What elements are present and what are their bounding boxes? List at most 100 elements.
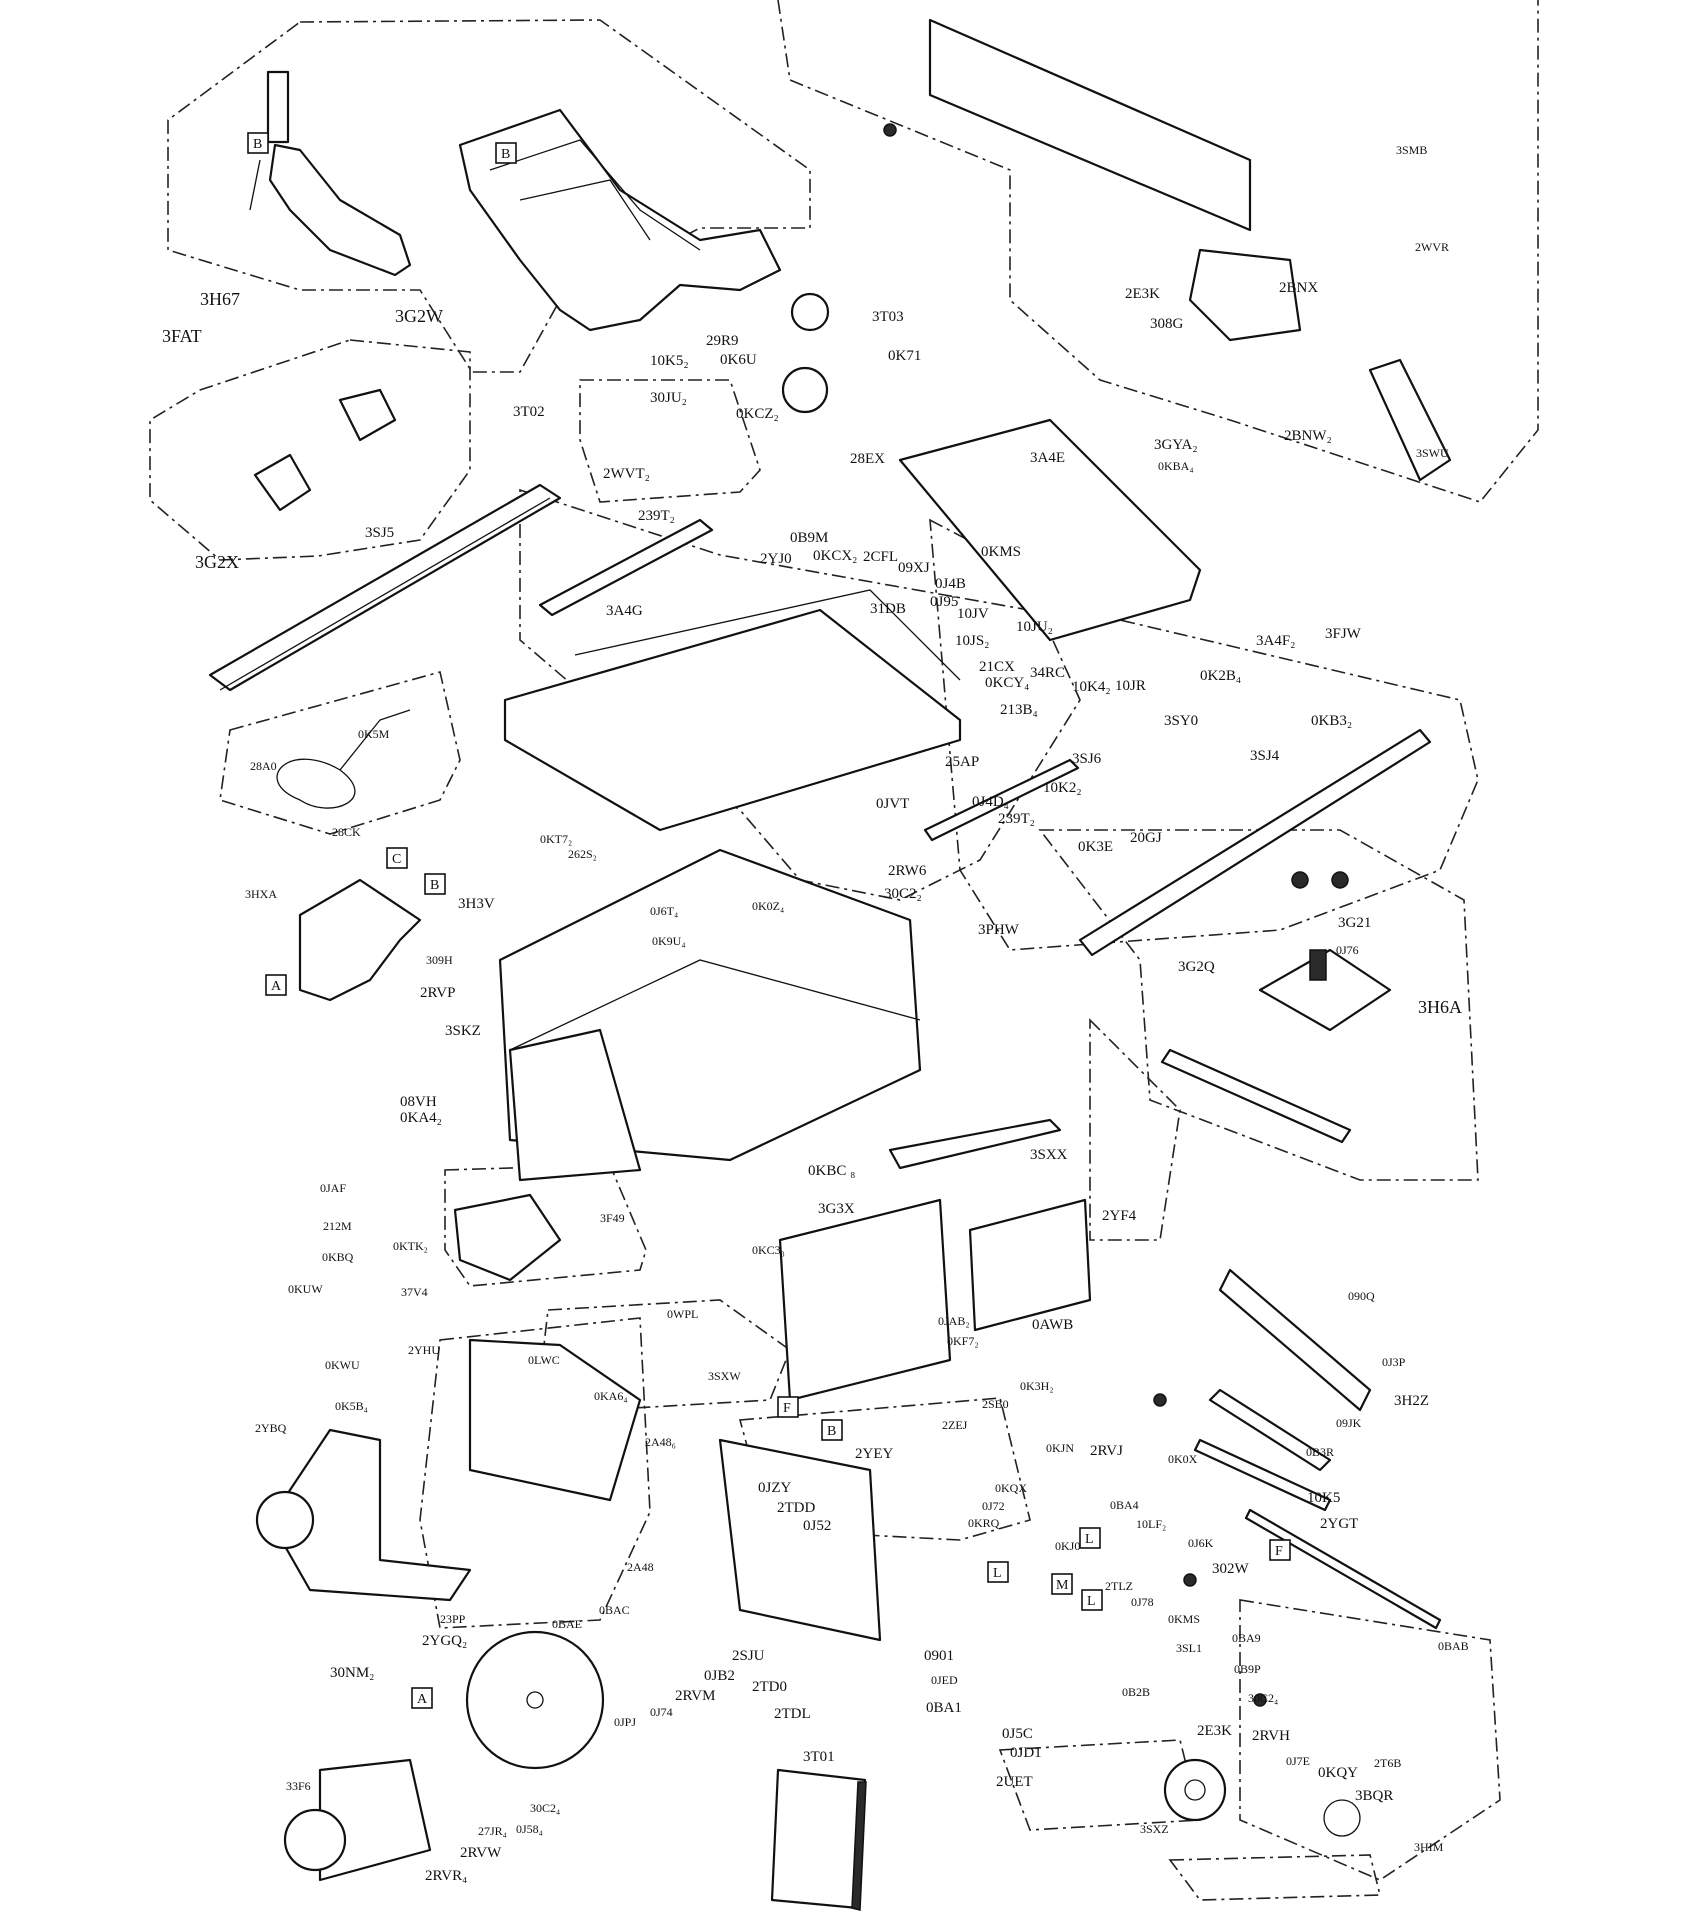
part-label-3skz: 3SKZ: [445, 1023, 481, 1039]
part-label-30ju-2: 30JU₂: [650, 390, 687, 406]
part-label-2uet: 2UET: [996, 1774, 1033, 1790]
part-label-3t03: 3T03: [872, 309, 904, 325]
part-label-3t02: 3T02: [513, 404, 545, 420]
part-label-0j58-4: 0J58₄: [516, 1822, 543, 1836]
part-label-212m: 212M: [323, 1219, 352, 1233]
part-label-0bac: 0BAC: [599, 1603, 630, 1617]
svg-text:F: F: [783, 1401, 791, 1416]
part-label-20gj: 20GJ: [1130, 830, 1162, 846]
part-label-2yey: 2YEY: [855, 1446, 893, 1462]
part-label-34rc: 34RC: [1030, 665, 1065, 681]
part-label-0ka6-4: 0KA6₄: [594, 1389, 628, 1403]
part-label-2cfl: 2CFL: [863, 549, 898, 565]
part-label-0kms-a: 0KMS: [981, 544, 1021, 560]
part-label-0jed: 0JED: [931, 1673, 958, 1687]
part-label-308g: 308G: [1150, 316, 1184, 332]
part-label-302w: 302W: [1212, 1561, 1250, 1577]
reference-boxes: B B C B A F B L L M L F A: [247, 132, 1291, 1709]
part-label-2yf4: 2YF4: [1102, 1208, 1137, 1224]
part-label-2ygt: 2YGT: [1320, 1516, 1358, 1532]
svg-text:L: L: [1087, 1594, 1096, 1609]
part-label-0j74: 0J74: [650, 1705, 673, 1719]
ref-box-f-2: F: [1269, 1539, 1291, 1561]
part-label-0ba1: 0BA1: [926, 1700, 962, 1716]
part-label-3hxa: 3HXA: [245, 887, 277, 901]
part-label-3gya-2: 3GYA₂: [1154, 437, 1198, 453]
ref-box-c: C: [386, 847, 408, 869]
part-label-0kqx: 0KQX: [995, 1481, 1027, 1495]
part-label-0kc3-3: 0KC3₃: [752, 1243, 785, 1257]
part-label-3h2z: 3H2Z: [1394, 1393, 1429, 1409]
part-label-10jr: 10JR: [1115, 678, 1146, 694]
part-label-31db: 31DB: [870, 601, 906, 617]
part-label-3a4e: 3A4E: [1030, 450, 1065, 466]
part-label-0lwc: 0LWC: [528, 1353, 560, 1367]
part-label-2zej: 2ZEJ: [942, 1418, 968, 1432]
part-label-0kms-b: 0KMS: [1168, 1612, 1200, 1626]
part-label-2wvr: 2WVR: [1415, 240, 1449, 254]
part-label-3fat: 3FAT: [162, 326, 202, 346]
part-label-3g21: 3G21: [1338, 915, 1371, 931]
part-label-0j52: 0J52: [803, 1518, 831, 1534]
part-label-2tdd: 2TDD: [777, 1500, 815, 1516]
part-label-0kwu: 0KWU: [325, 1358, 360, 1372]
part-label-0ba9: 0BA9: [1232, 1631, 1261, 1645]
part-label-0b2b: 0B2B: [1122, 1685, 1150, 1699]
part-label-10k5-2: 10K5₂: [650, 353, 689, 369]
part-label-0j4b: 0J4B: [935, 576, 966, 592]
part-label-0bae: 0BAE: [552, 1617, 582, 1631]
part-label-0bab: 0BAB: [1438, 1639, 1469, 1653]
part-label-0j76: 0J76: [1336, 943, 1359, 957]
part-label-0k0z-4: 0K0Z₄: [752, 899, 784, 913]
part-label-10ju-2: 10JU₂: [1016, 619, 1053, 635]
part-label-0kcx-2: 0KCX₂: [813, 548, 857, 564]
part-label-2rvr-4: 2RVR₄: [425, 1868, 467, 1884]
part-label-0kcz-2: 0KCZ₂: [736, 406, 779, 422]
part-label-0b9m: 0B9M: [790, 530, 828, 546]
part-shapes: [208, 18, 1452, 1911]
part-label-0k9u-4: 0K9U₄: [652, 934, 686, 948]
part-label-3h6a: 3H6A: [1418, 997, 1462, 1017]
part-label-0j7e: 0J7E: [1286, 1754, 1310, 1768]
part-label-30nm-2: 30NM₂: [330, 1665, 374, 1681]
part-label-2rvm: 2RVM: [675, 1688, 715, 1704]
part-label-37v4: 37V4: [401, 1285, 428, 1299]
part-label-2bnw-2: 2BNW₂: [1284, 428, 1332, 444]
part-label-2rvj: 2RVJ: [1090, 1443, 1123, 1459]
part-label-23pp: 23PP: [440, 1612, 466, 1626]
part-label-10lf-2: 10LF₂: [1136, 1517, 1166, 1531]
part-label-3t01: 3T01: [803, 1749, 835, 1765]
part-label-213b-4: 213B₄: [1000, 702, 1038, 718]
part-label-28ex: 28EX: [850, 451, 885, 467]
ref-box-b-1: B: [247, 132, 269, 154]
part-label-0jb2: 0JB2: [704, 1668, 735, 1684]
part-label-2rvw: 2RVW: [460, 1845, 502, 1861]
part-label-10js-2: 10JS₂: [955, 633, 989, 649]
part-label-3h67: 3H67: [200, 289, 240, 309]
part-label-3f49: 3F49: [600, 1211, 625, 1225]
part-label-0kb3-2: 0KB3₂: [1311, 713, 1352, 729]
part-label-0jd1: 0JD1: [1010, 1745, 1042, 1761]
part-label-0ka4-2: 0KA4₂: [400, 1110, 442, 1126]
part-label-262s-2: 262S₂: [568, 847, 597, 861]
part-label-2td0: 2TD0: [752, 1679, 787, 1695]
part-label-2ybq: 2YBQ: [255, 1421, 287, 1435]
part-label-2ygq-2: 2YGQ₂: [422, 1633, 467, 1649]
part-label-29r9: 29R9: [706, 333, 739, 349]
part-label-10k4-2: 10K4₂: [1072, 679, 1111, 695]
part-label-309h: 309H: [426, 953, 453, 967]
part-label-0j5c: 0J5C: [1002, 1726, 1033, 1742]
part-label-2bnx: 2BNX: [1279, 280, 1318, 296]
part-label-0ktk-2: 0KTK₂: [393, 1239, 428, 1253]
ref-box-f-1: F: [777, 1396, 799, 1418]
part-label-3g3x: 3G3X: [818, 1201, 855, 1217]
part-label-09jk: 09JK: [1336, 1416, 1362, 1430]
part-labels: 3H673G2W3FAT3G2X3SJ53T023T0329R90K6U10K5…: [162, 143, 1469, 1884]
part-label-3sj6: 3SJ6: [1072, 751, 1102, 767]
part-label-2a48-6: 2A48₆: [645, 1435, 676, 1449]
part-label-2tdl: 2TDL: [774, 1706, 811, 1722]
part-label-10jv: 10JV: [957, 606, 989, 622]
part-label-2yhu: 2YHU: [408, 1343, 440, 1357]
